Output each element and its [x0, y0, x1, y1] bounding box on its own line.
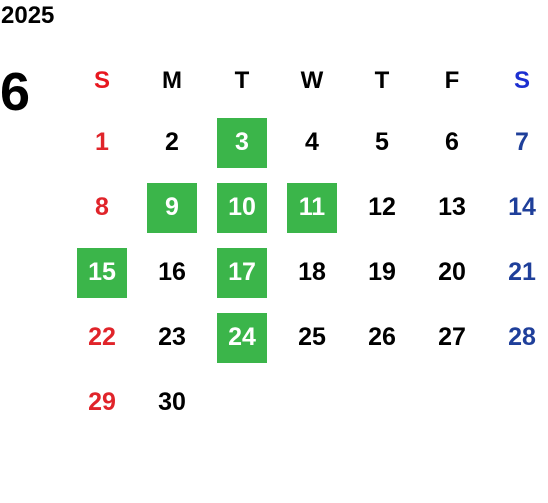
- day-number: 22: [88, 323, 116, 351]
- day-cell[interactable]: 17: [207, 240, 277, 305]
- day-number: 26: [368, 323, 396, 351]
- day-number: 17: [217, 247, 267, 298]
- day-cell[interactable]: 14: [487, 175, 548, 240]
- day-number: 2: [165, 128, 179, 156]
- day-number: 24: [217, 312, 267, 363]
- day-number: 5: [375, 128, 389, 156]
- day-cell[interactable]: 13: [417, 175, 487, 240]
- day-cell[interactable]: 4: [277, 110, 347, 175]
- day-number: 18: [298, 258, 326, 286]
- calendar-month: 6: [0, 62, 31, 122]
- day-number: 9: [147, 182, 197, 233]
- day-cell[interactable]: 20: [417, 240, 487, 305]
- day-number: 20: [438, 258, 466, 286]
- day-cell[interactable]: 1: [67, 110, 137, 175]
- day-cell[interactable]: 25: [277, 305, 347, 370]
- day-cell[interactable]: 7: [487, 110, 548, 175]
- day-cell[interactable]: 12: [347, 175, 417, 240]
- weekday-header-fri: F: [444, 67, 460, 94]
- day-cell[interactable]: 2: [137, 110, 207, 175]
- day-number: 13: [438, 193, 466, 221]
- day-number: 3: [217, 117, 267, 168]
- day-cell[interactable]: 23: [137, 305, 207, 370]
- day-cell[interactable]: 3: [207, 110, 277, 175]
- day-cell[interactable]: 30: [137, 370, 207, 435]
- day-cell[interactable]: 26: [347, 305, 417, 370]
- day-number: 10: [217, 182, 267, 233]
- day-number: 6: [445, 128, 459, 156]
- day-cell[interactable]: 21: [487, 240, 548, 305]
- day-cell[interactable]: 16: [137, 240, 207, 305]
- day-number: 27: [438, 323, 466, 351]
- day-cell[interactable]: 22: [67, 305, 137, 370]
- day-cell[interactable]: 15: [67, 240, 137, 305]
- day-cell[interactable]: 9: [137, 175, 207, 240]
- weekday-header-sat: S: [513, 67, 530, 94]
- day-number: 21: [508, 258, 536, 286]
- day-cell[interactable]: 19: [347, 240, 417, 305]
- weekday-header-thu: T: [374, 67, 390, 94]
- day-cell[interactable]: 6: [417, 110, 487, 175]
- day-number: 8: [95, 193, 109, 221]
- day-number: 16: [158, 258, 186, 286]
- day-number: 19: [368, 258, 396, 286]
- day-cell[interactable]: 29: [67, 370, 137, 435]
- day-cell[interactable]: 8: [67, 175, 137, 240]
- day-number: 11: [287, 182, 337, 233]
- day-cell[interactable]: 10: [207, 175, 277, 240]
- weekday-header-tue: T: [234, 67, 250, 94]
- day-cell[interactable]: 5: [347, 110, 417, 175]
- day-number: 1: [95, 128, 109, 156]
- day-cell[interactable]: 28: [487, 305, 548, 370]
- day-number: 12: [368, 193, 396, 221]
- day-number: 23: [158, 323, 186, 351]
- calendar-grid: S M T W T F S 1 2 3 4 5 6 7 8 9 10 11 12…: [67, 52, 548, 500]
- weekday-header-sun: S: [93, 67, 110, 94]
- day-cell[interactable]: 24: [207, 305, 277, 370]
- weekday-header-mon: M: [162, 67, 182, 94]
- calendar-year: 2025: [1, 2, 55, 29]
- day-number: 29: [88, 388, 116, 416]
- weekday-header-wed: W: [300, 67, 324, 94]
- day-number: 25: [298, 323, 326, 351]
- day-cell[interactable]: 27: [417, 305, 487, 370]
- day-cell[interactable]: 18: [277, 240, 347, 305]
- day-number: 30: [158, 388, 186, 416]
- day-number: 28: [508, 323, 536, 351]
- day-number: 4: [305, 128, 319, 156]
- day-number: 15: [77, 247, 127, 298]
- day-number: 7: [515, 128, 529, 156]
- day-cell[interactable]: 11: [277, 175, 347, 240]
- day-number: 14: [508, 193, 536, 221]
